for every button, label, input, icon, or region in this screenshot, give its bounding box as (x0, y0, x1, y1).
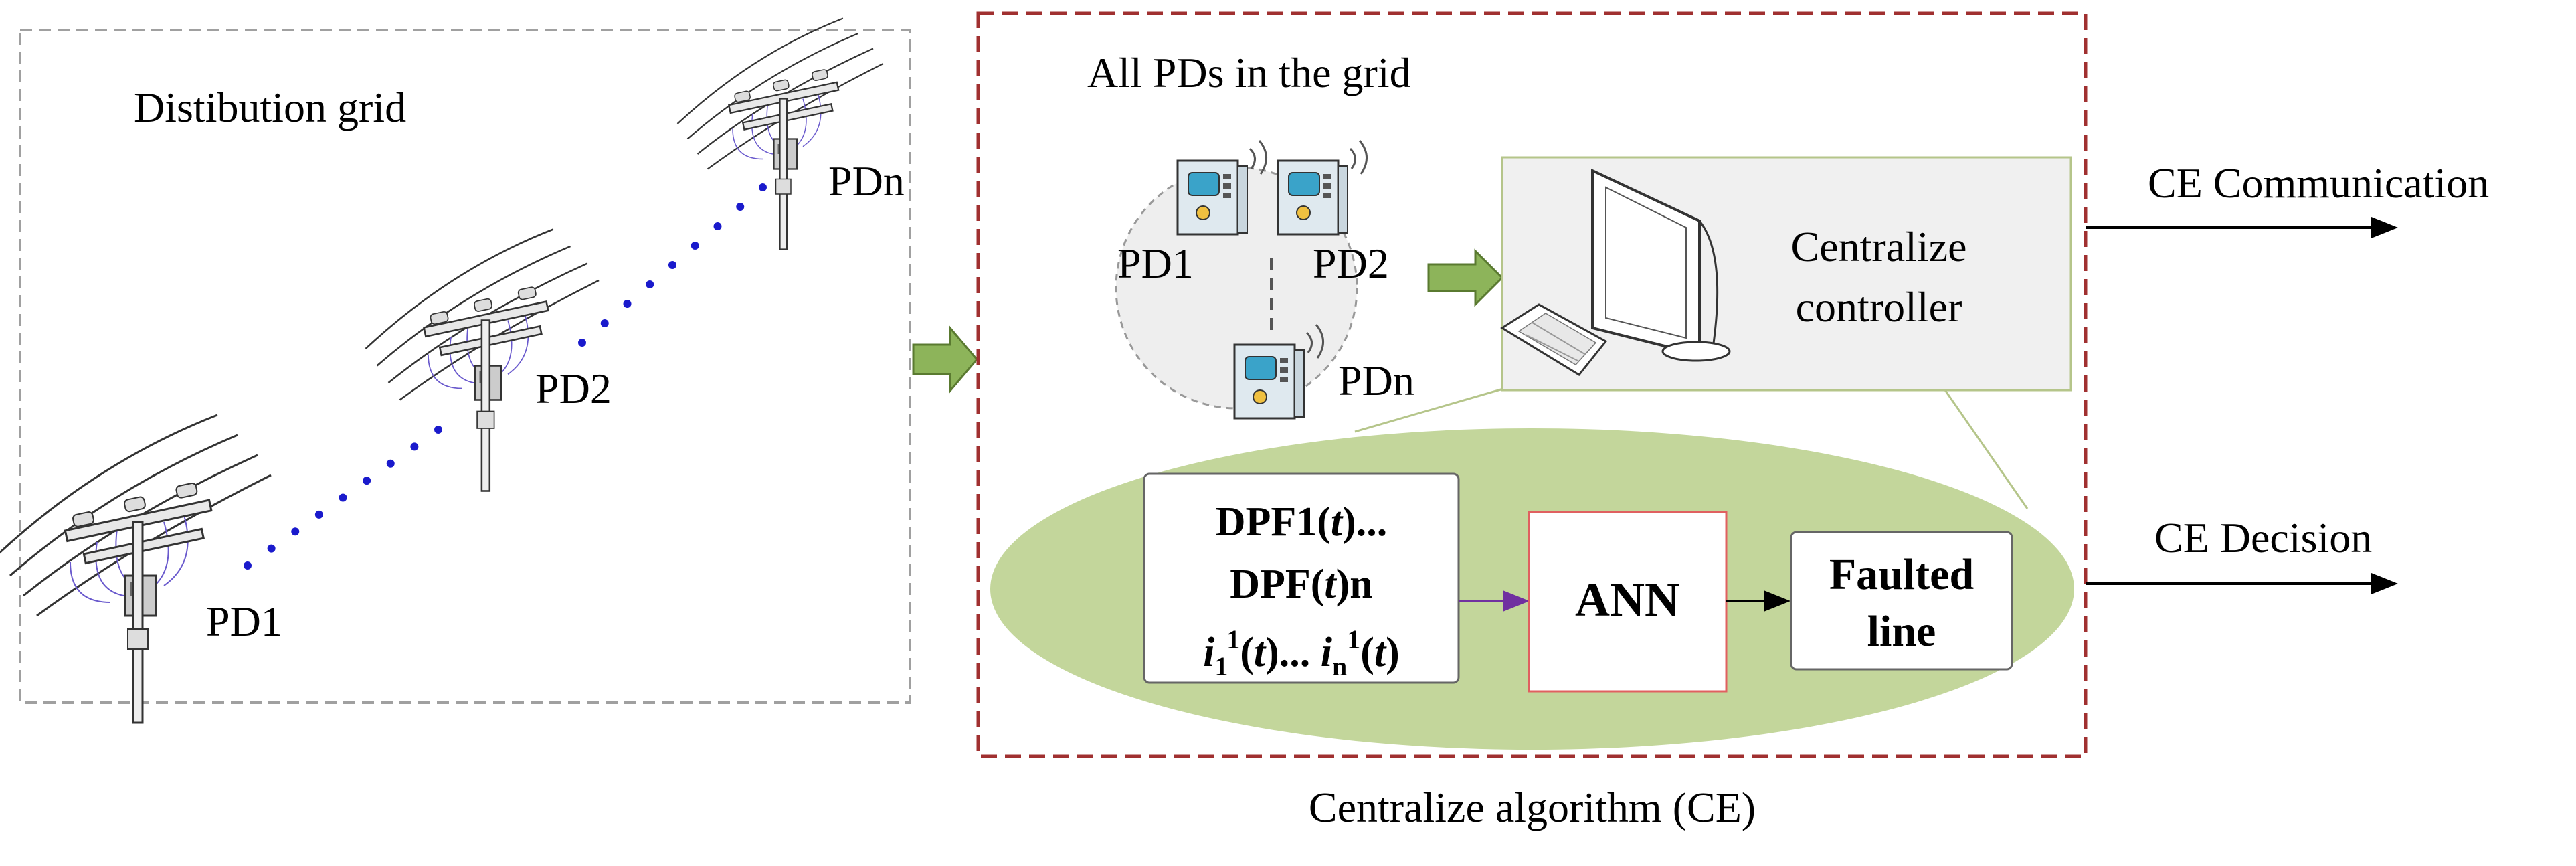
pole-label-pd2: PD2 (535, 365, 612, 412)
pole-label-pdn: PDn (828, 157, 905, 205)
small-flow-arrow (1427, 248, 1504, 307)
distribution-grid-box (19, 29, 911, 704)
connection-dot (736, 203, 745, 211)
connection-dot (668, 261, 676, 269)
connection-dot (244, 561, 252, 570)
pole-pd1-icon (0, 414, 272, 724)
connection-dot (363, 477, 371, 485)
zoom-line-right (1942, 387, 2029, 509)
pd2-device-icon (1277, 139, 1368, 236)
connection-dot (623, 300, 632, 308)
computer-icon (1500, 168, 1731, 376)
connection-dot (339, 493, 347, 502)
pd-label-pdn: PDn (1338, 357, 1414, 404)
communication-label: CE Communication (2148, 159, 2489, 207)
connection-dot (314, 510, 323, 519)
faulted-line-label-1: Faulted (1829, 550, 1974, 599)
pole-pd2-icon (365, 228, 600, 492)
pd-label-pd1: PD1 (1117, 240, 1194, 287)
connection-dot (291, 527, 300, 536)
flow-arrow-right (912, 325, 978, 394)
ce-caption: Centralize algorithm (CE) (1309, 784, 1756, 831)
faulted-line-label-2: line (1867, 607, 1936, 656)
ce-panel-box (976, 11, 2088, 758)
pole-pdn-icon (676, 17, 885, 250)
ann-label: ANN (1575, 573, 1679, 626)
zoom-line-left (1354, 387, 1506, 433)
input-line2: DPF(t)n (1230, 561, 1373, 607)
distribution-grid-title: Distibution grid (134, 84, 406, 131)
connection-dot (410, 442, 419, 451)
connection-dot (434, 426, 442, 434)
decision-label: CE Decision (2154, 514, 2372, 561)
connection-dot (386, 459, 395, 468)
connection-dot (759, 183, 767, 191)
connection-dot (691, 242, 699, 250)
ann-box (1528, 511, 1728, 693)
pds-title: All PDs in the grid (1087, 49, 1411, 96)
pole-label-pd1: PD1 (206, 598, 282, 645)
dots-pd2-pdn (578, 183, 767, 347)
input-box (1143, 472, 1460, 684)
controller-label-line1: Centralize (1791, 223, 1967, 270)
faulted-line-box (1790, 531, 2013, 671)
connection-dot (646, 280, 654, 288)
connection-dot (267, 544, 276, 553)
input-line3: i11(t)... in1(t) (1203, 624, 1400, 681)
dots-pd1-pd2 (244, 426, 442, 570)
input-line1: DPF1(t)... (1216, 499, 1388, 545)
controller-label-line2: controller (1796, 283, 1962, 331)
connection-dot (713, 222, 722, 230)
connection-dot (600, 319, 609, 327)
connection-dot (578, 339, 586, 347)
pd-label-pd2: PD2 (1313, 240, 1389, 287)
